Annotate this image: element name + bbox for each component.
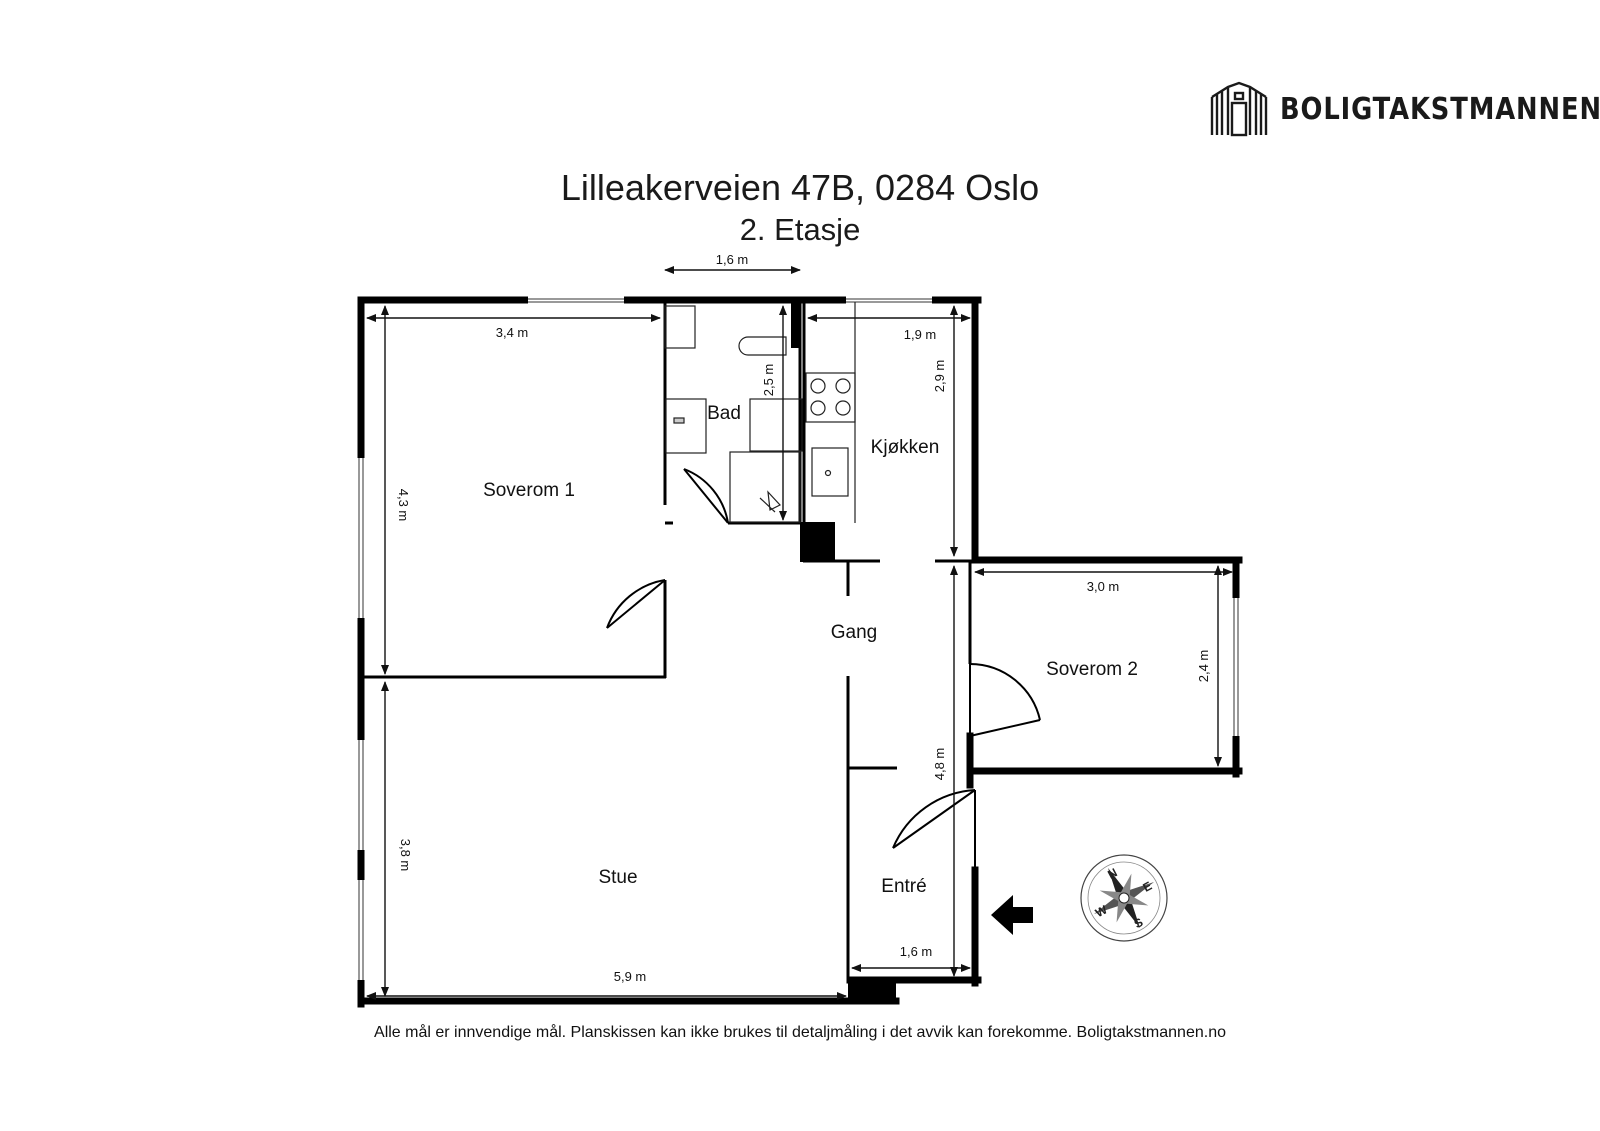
disclaimer-text: Alle mål er innvendige mål. Planskissen … — [374, 1024, 1226, 1041]
dim-label: 4,8 m — [932, 748, 947, 781]
windows — [357, 296, 1240, 980]
kitchen-fixtures — [805, 302, 856, 523]
entrance-arrow-icon — [991, 895, 1033, 935]
cabinet — [664, 305, 696, 349]
dim-label: 3,4 m — [496, 325, 529, 340]
sink — [665, 398, 707, 454]
washer — [749, 398, 803, 452]
dim-label: 1,6 m — [716, 252, 749, 267]
room-label-stue: Stue — [598, 867, 637, 888]
dimension-lines — [366, 266, 1233, 1000]
compass-n: N — [1105, 865, 1119, 881]
room-label-soverom-1: Soverom 1 — [483, 480, 575, 501]
room-label-kjokken: Kjøkken — [871, 437, 940, 458]
dim-label: 3,0 m — [1087, 579, 1120, 594]
column — [800, 522, 835, 562]
plan-title: Lilleakerveien 47B, 0284 Oslo — [560, 167, 1040, 208]
shower — [729, 451, 801, 523]
building-logo-icon — [1210, 81, 1268, 137]
toilet — [738, 336, 787, 356]
compass-icon: N E S W — [1080, 854, 1168, 942]
compass-e: E — [1141, 879, 1155, 895]
dim-label: 3,8 m — [398, 839, 413, 872]
stove — [805, 372, 856, 423]
room-label-entre: Entré — [881, 876, 926, 897]
brand-logo: BOLIGTAKSTMANNEN — [1208, 78, 1600, 140]
floor-label: 2. Etasje — [739, 212, 861, 247]
kitchen-sink — [811, 447, 849, 497]
dim-label: 2,4 m — [1196, 650, 1211, 683]
dim-label: 4,3 m — [396, 489, 411, 522]
brand-name: BOLIGTAKSTMANNEN — [1280, 91, 1600, 127]
dim-label: 1,9 m — [904, 327, 937, 342]
room-label-gang: Gang — [831, 622, 877, 643]
dim-label: 1,6 m — [900, 944, 933, 959]
dim-label: 5,9 m — [614, 969, 647, 984]
column — [791, 302, 801, 348]
room-label-bad: Bad — [707, 403, 741, 424]
room-label-soverom-2: Soverom 2 — [1046, 659, 1138, 680]
dim-label: 2,5 m — [761, 364, 776, 397]
bathroom-fixtures — [664, 305, 803, 523]
doors — [606, 468, 1041, 870]
dim-label: 2,9 m — [932, 360, 947, 393]
column — [848, 982, 896, 1004]
